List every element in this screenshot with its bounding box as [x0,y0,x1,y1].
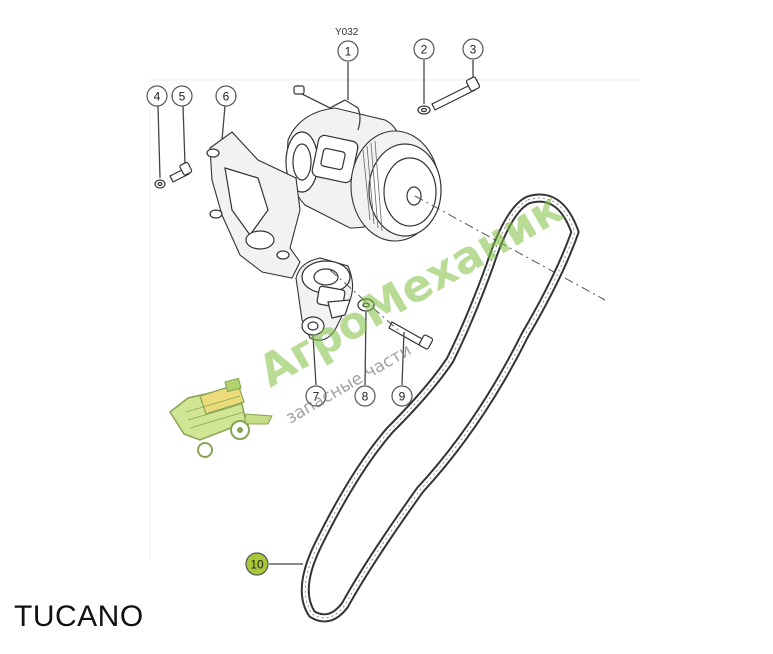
compressor-part [285,85,442,242]
svg-text:10: 10 [250,558,264,572]
callout-3: 3 [462,38,484,60]
washer-part-8 [357,298,375,312]
callout-5: 5 [171,85,193,107]
part-code-label: Y032 [335,27,359,38]
svg-text:3: 3 [470,43,477,57]
bolt-part-9 [388,321,434,350]
washer-part-2 [417,105,431,115]
svg-text:7: 7 [313,390,320,404]
callout-8: 8 [354,385,376,407]
combine-harvester-icon [169,377,273,458]
belt-part-10 [300,193,580,623]
svg-text:9: 9 [399,390,406,404]
svg-text:4: 4 [154,90,161,104]
svg-text:8: 8 [362,390,369,404]
tensioner-part-7 [295,257,354,341]
diagram-frame [149,79,640,560]
bolt-part-3 [431,76,481,111]
callout-6: 6 [215,85,237,107]
bolt-part-5 [169,161,193,183]
callout-9: 9 [391,385,413,407]
callout-1: Y032 1 [335,27,359,62]
callout-10-highlighted: 10 [245,552,269,576]
svg-text:2: 2 [421,43,428,57]
model-label: TUCANO [14,600,144,633]
svg-text:6: 6 [223,90,230,104]
svg-text:5: 5 [179,90,186,104]
callout-7: 7 [305,385,327,407]
bracket-part-6 [206,131,301,279]
center-axis-line [329,195,606,331]
callout-2: 2 [413,38,435,60]
svg-text:1: 1 [345,45,352,59]
callout-4: 4 [146,85,168,107]
washer-part-4 [154,179,166,189]
leader-lines [157,60,474,565]
